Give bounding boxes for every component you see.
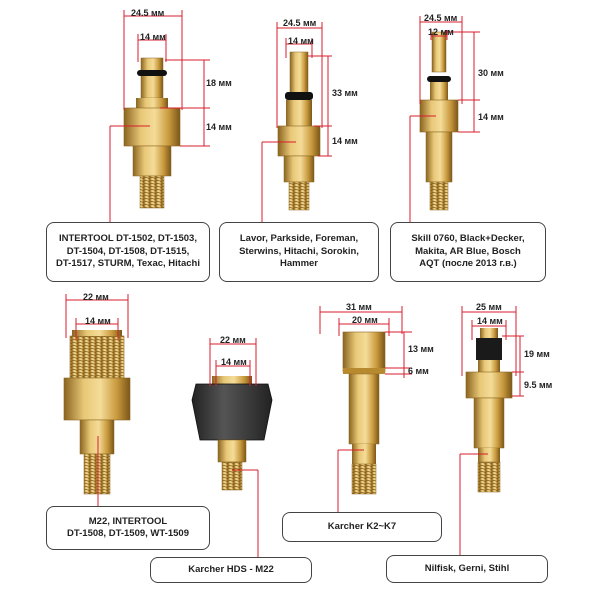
adapter-2-dimension-lines [261,22,332,222]
adapter-3-dimension-lines [409,16,480,222]
adapter-3-width-inner: 12 мм [428,27,454,37]
adapter-5-label: Karcher HDS - M22 [150,557,312,583]
adapter-1-label-line-1: INTERTOOL DT-1502, DT-1503, [59,233,197,245]
adapter-4-width-outer: 22 мм [83,292,109,302]
adapter-2-image [277,51,321,211]
adapter-7-height-body: 9.5 мм [524,380,553,390]
adapter-3-height-body: 14 мм [478,112,504,122]
adapter-3-label: Skill 0760, Black+Decker, Makita, AR Blu… [390,222,546,282]
adapter-5-width-inner: 14 мм [221,357,247,367]
adapter-4-width-inner: 14 мм [85,316,111,326]
adapter-6-image [342,331,386,495]
adapter-1-height-top: 18 мм [206,78,232,88]
adapter-2-label: Lavor, Parkside, Foreman, Sterwins, Hita… [219,222,379,282]
adapter-1-label-line-3: DT-1517, STURM, Texac, Hitachi [56,258,200,270]
adapter-2-width-outer: 24.5 мм [283,18,317,28]
adapter-1-label-line-2: DT-1504, DT-1508, DT-1515, [66,245,190,257]
adapter-1-width-outer: 24.5 мм [131,8,165,18]
adapter-5-label-line-1: Karcher HDS - M22 [188,563,274,575]
adapter-2-width-inner: 14 мм [288,36,314,46]
adapter-6-height-top: 13 мм [408,344,434,354]
adapter-1-label: INTERTOOL DT-1502, DT-1503, DT-1504, DT-… [46,222,210,282]
adapter-7-width-inner: 14 мм [477,316,503,326]
adapter-7-image [465,328,513,493]
adapter-6-width-inner: 20 мм [352,315,378,325]
adapter-3-label-line-1: Skill 0760, Black+Decker, [411,233,525,245]
adapter-4-label-line-1: M22, INTERTOOL [88,515,168,527]
adapter-7-label: Nilfisk, Gerni, Stihl [386,555,548,583]
adapter-4-image [63,330,131,495]
adapter-1-image [123,57,181,209]
adapter-3-height-top: 30 мм [478,68,504,78]
adapter-3-label-line-2: Makita, AR Blue, Bosch [415,245,521,257]
adapter-7-height-top: 19 мм [524,349,550,359]
adapter-2-label-line-2: Sterwins, Hitachi, Sorokin, [239,245,359,257]
adapter-5-width-outer: 22 мм [220,335,246,345]
adapter-6-label: Karcher K2~K7 [282,512,442,542]
adapter-7-label-line-1: Nilfisk, Gerni, Stihl [424,562,510,574]
adapter-3-image [419,31,459,211]
adapter-7-dimension-lines [459,306,524,558]
adapter-1-width-inner: 14 мм [140,32,166,42]
adapter-2-height-body: 14 мм [332,136,358,146]
adapter-1-dimension-lines [109,10,210,222]
adapter-4-label-line-2: DT-1508, DT-1509, WT-1509 [67,528,189,539]
adapter-1-height-body: 14 мм [206,122,232,132]
adapter-6-dimension-lines [319,306,412,512]
adapter-2-label-line-1: Lavor, Parkside, Foreman, [239,233,359,245]
adapter-5-image [191,376,273,491]
adapter-6-height-collar: 6 мм [408,366,429,376]
adapter-7-width-outer: 25 мм [476,302,502,312]
adapter-6-width-outer: 31 мм [346,302,372,312]
adapter-5-dimension-lines [209,338,259,558]
adapter-2-label-line-3: Hammer [279,258,319,270]
adapter-2-height-top: 33 мм [332,88,358,98]
adapter-4-dimension-lines [65,294,129,506]
adapter-6-label-line-1: Karcher K2~K7 [327,520,397,532]
adapter-3-width-outer: 24.5 мм [424,13,458,23]
adapter-3-label-line-3: AQT (после 2013 г.в.) [419,258,517,270]
adapter-4-label: M22, INTERTOOL DT-1508, DT-1509, WT-1509 [46,506,210,550]
